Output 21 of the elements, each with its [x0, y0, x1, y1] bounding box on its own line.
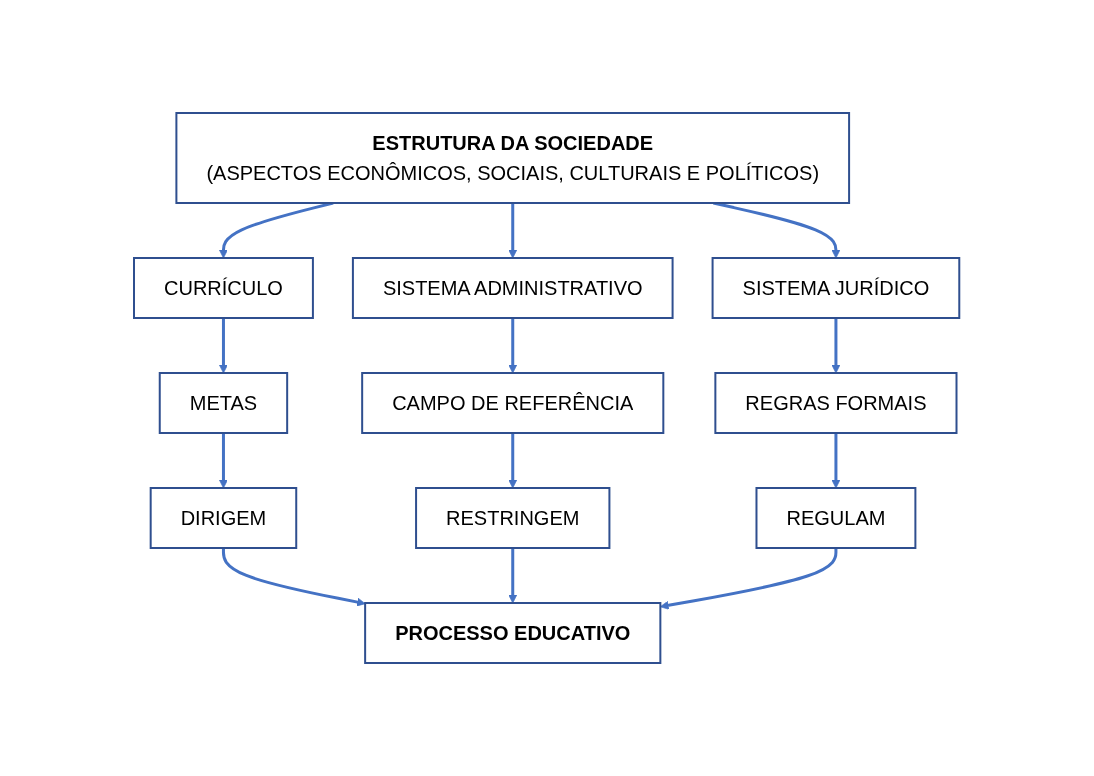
node-box: CAMPO DE REFERÊNCIA	[361, 372, 665, 434]
node-box: METAS	[159, 372, 289, 434]
arrow	[219, 433, 229, 489]
arrow	[660, 548, 838, 610]
arrow	[219, 318, 229, 374]
node-box: SISTEMA JURÍDICO	[711, 257, 961, 319]
arrow	[508, 548, 518, 604]
node-box: ESTRUTURA DA SOCIEDADE (ASPECTOS ECONÔMICOS, SOCIAIS, CULTURAIS E POLÍTICOS)	[175, 112, 851, 204]
arrow	[831, 433, 841, 489]
arrow	[508, 203, 518, 259]
arrow	[831, 318, 841, 374]
node-box: REGRAS FORMAIS	[714, 372, 958, 434]
node-box: DIRIGEM	[150, 487, 298, 549]
node-box: REGULAM	[755, 487, 917, 549]
node-box: PROCESSO EDUCATIVO	[364, 602, 662, 664]
node-box: CURRÍCULO	[133, 257, 315, 319]
arrow	[508, 433, 518, 489]
arrow	[508, 318, 518, 374]
node-box: RESTRINGEM	[415, 487, 611, 549]
arrow	[222, 548, 366, 607]
node-box: SISTEMA ADMINISTRATIVO	[352, 257, 674, 319]
